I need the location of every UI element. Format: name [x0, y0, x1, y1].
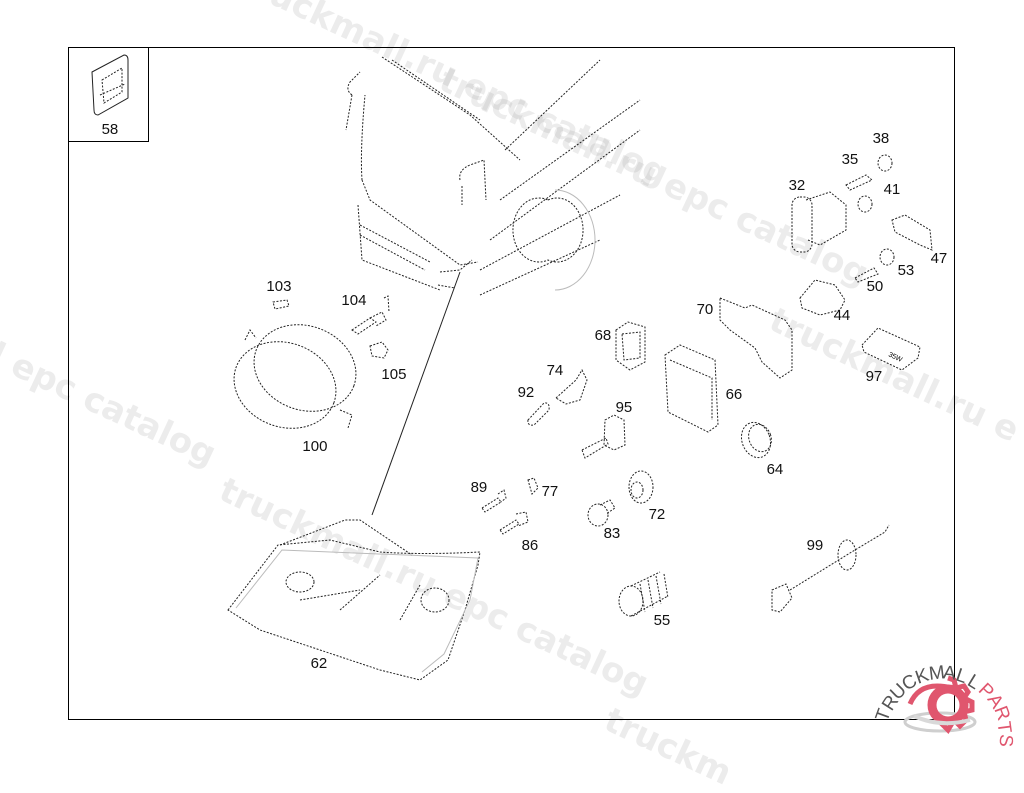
part-89-screw — [481, 489, 507, 513]
part-55-grommet — [618, 571, 669, 617]
callout-38[interactable]: 38 — [872, 130, 890, 147]
callout-83[interactable]: 83 — [603, 525, 621, 542]
callout-92[interactable]: 92 — [517, 384, 535, 401]
callout-77[interactable]: 77 — [541, 483, 559, 500]
part-70-cover — [719, 297, 793, 379]
callout-68[interactable]: 68 — [594, 327, 612, 344]
diagram-frame — [68, 47, 955, 720]
callout-103[interactable]: 103 — [266, 278, 292, 295]
callout-70[interactable]: 70 — [696, 301, 714, 318]
part-105 — [369, 341, 389, 359]
part-50-pin — [854, 267, 879, 283]
logo-letter: S — [994, 733, 1017, 750]
part-99-harness — [771, 524, 890, 613]
gear-logo-icon — [903, 675, 977, 735]
part-103 — [272, 299, 290, 310]
callout-95[interactable]: 95 — [615, 399, 633, 416]
part-95-bulb — [581, 414, 626, 459]
part-62-headlamp — [227, 519, 481, 681]
callout-64[interactable]: 64 — [766, 461, 784, 478]
callout-53[interactable]: 53 — [897, 262, 915, 279]
callout-89[interactable]: 89 — [470, 479, 488, 496]
part-104-bulb — [351, 295, 390, 335]
callout-97[interactable]: 97 — [865, 368, 883, 385]
callout-62[interactable]: 62 — [310, 655, 328, 672]
part-77-clip — [527, 477, 539, 495]
callout-104[interactable]: 104 — [341, 292, 367, 309]
part-44-connector — [799, 279, 846, 316]
callout-105[interactable]: 105 — [381, 366, 407, 383]
fuse-marking: 35W — [887, 351, 903, 364]
callout-50[interactable]: 50 — [866, 278, 884, 295]
callout-74[interactable]: 74 — [546, 362, 564, 379]
part-97-fuse — [861, 327, 921, 371]
part-32-connector — [791, 191, 847, 253]
leader-line — [371, 271, 461, 516]
callout-99[interactable]: 99 — [806, 537, 824, 554]
part-47-lock — [891, 214, 933, 251]
part-68-gasket — [615, 321, 646, 371]
callout-72[interactable]: 72 — [648, 506, 666, 523]
callout-32[interactable]: 32 — [788, 177, 806, 194]
truck-outline — [345, 56, 641, 296]
part-83-bulb — [587, 499, 616, 527]
callout-55[interactable]: 55 — [653, 612, 671, 629]
callout-58[interactable]: 58 — [101, 121, 119, 138]
part-38-seal — [877, 154, 893, 172]
callout-41[interactable]: 41 — [883, 181, 901, 198]
part-86-screw — [499, 511, 529, 535]
part-66-cover — [664, 344, 719, 433]
part-92-bulb — [527, 402, 550, 426]
callout-66[interactable]: 66 — [725, 386, 743, 403]
callout-86[interactable]: 86 — [521, 537, 539, 554]
part-35-pin — [845, 174, 873, 191]
callout-35[interactable]: 35 — [841, 151, 859, 168]
part-53-seal — [879, 248, 895, 266]
part-100-fog-lamp — [233, 324, 357, 429]
callout-100[interactable]: 100 — [302, 438, 328, 455]
part-64-ring — [740, 421, 772, 459]
part-72-socket — [628, 470, 654, 504]
callout-44[interactable]: 44 — [833, 307, 851, 324]
part-41-seal — [857, 195, 873, 213]
part-74-holder — [555, 368, 588, 405]
callout-47[interactable]: 47 — [930, 250, 948, 267]
